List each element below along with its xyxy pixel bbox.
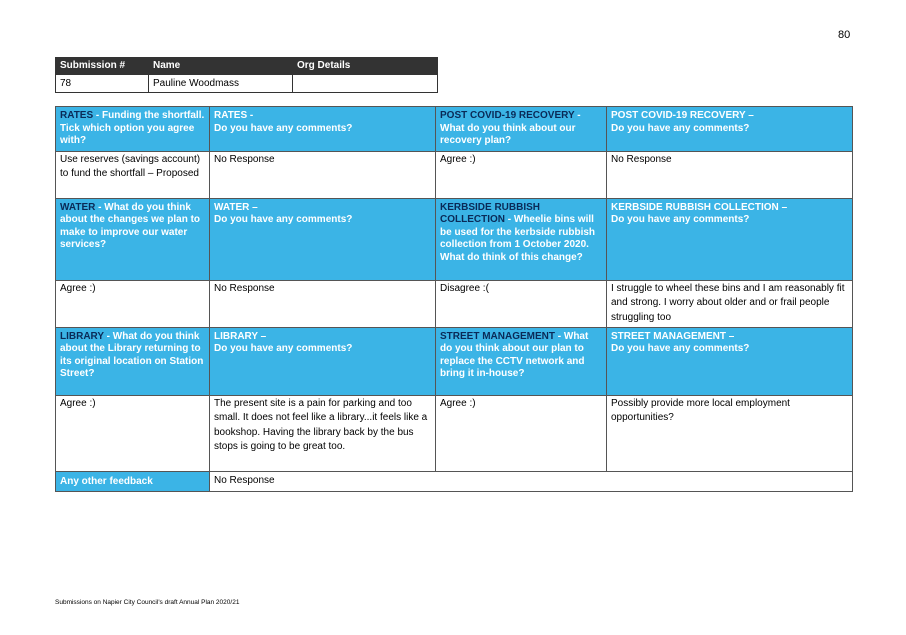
name-header: Name: [148, 57, 293, 75]
rates-option-answer: Use reserves (savings account) to fund t…: [55, 150, 210, 199]
street-management-comments-answer: Possibly provide more local employment o…: [606, 394, 853, 472]
other-feedback-label: Any other feedback: [55, 470, 210, 492]
submission-table: Submission # Name Org Details 78 Pauline…: [55, 57, 438, 93]
kerbside-comments-question: KERBSIDE RUBBISH COLLECTION –Do you have…: [606, 197, 853, 281]
page-number: 80: [838, 29, 851, 41]
responses-table: RATES - Funding the shortfall. Tick whic…: [55, 106, 853, 492]
street-management-comments-question: STREET MANAGEMENT –Do you have any comme…: [606, 326, 853, 396]
water-comments-question: WATER –Do you have any comments?: [209, 197, 436, 281]
submission-number-value: 78: [55, 74, 149, 93]
answer-row: Agree :) No Response Disagree :( I strug…: [55, 279, 853, 328]
rates-comments-answer: No Response: [209, 150, 436, 199]
other-feedback-answer: No Response: [209, 470, 853, 492]
water-question: WATER - What do you think about the chan…: [55, 197, 210, 281]
other-feedback-row: Any other feedback No Response: [55, 470, 853, 492]
library-comments-answer: The present site is a pain for parking a…: [209, 394, 436, 472]
question-row: LIBRARY - What do you think about the Li…: [55, 326, 853, 396]
question-row: RATES - Funding the shortfall. Tick whic…: [55, 106, 853, 152]
rates-comments-question: RATES -Do you have any comments?: [209, 106, 436, 152]
library-comments-question: LIBRARY –Do you have any comments?: [209, 326, 436, 396]
org-details-header: Org Details: [292, 57, 438, 75]
covid-recovery-comments-answer: No Response: [606, 150, 853, 199]
question-row: WATER - What do you think about the chan…: [55, 197, 853, 281]
answer-row: Use reserves (savings account) to fund t…: [55, 150, 853, 199]
submission-value-row: 78 Pauline Woodmass: [55, 74, 438, 93]
org-details-value: [292, 74, 438, 93]
name-value: Pauline Woodmass: [148, 74, 293, 93]
kerbside-comments-answer: I struggle to wheel these bins and I am …: [606, 279, 853, 328]
street-management-question: STREET MANAGEMENT - What do you think ab…: [435, 326, 607, 396]
submission-header-row: Submission # Name Org Details: [55, 57, 438, 75]
kerbside-answer: Disagree :(: [435, 279, 607, 328]
covid-recovery-question: POST COVID-19 RECOVERY - What do you thi…: [435, 106, 607, 152]
library-answer: Agree :): [55, 394, 210, 472]
rates-option-question: RATES - Funding the shortfall. Tick whic…: [55, 106, 210, 152]
street-management-answer: Agree :): [435, 394, 607, 472]
answer-row: Agree :) The present site is a pain for …: [55, 394, 853, 472]
submission-number-header: Submission #: [55, 57, 149, 75]
kerbside-question: KERBSIDE RUBBISH COLLECTION - Wheelie bi…: [435, 197, 607, 281]
library-question: LIBRARY - What do you think about the Li…: [55, 326, 210, 396]
footer-text: Submissions on Napier City Council's dra…: [55, 599, 240, 606]
covid-recovery-answer: Agree :): [435, 150, 607, 199]
covid-recovery-comments-question: POST COVID-19 RECOVERY –Do you have any …: [606, 106, 853, 152]
water-answer: Agree :): [55, 279, 210, 328]
water-comments-answer: No Response: [209, 279, 436, 328]
